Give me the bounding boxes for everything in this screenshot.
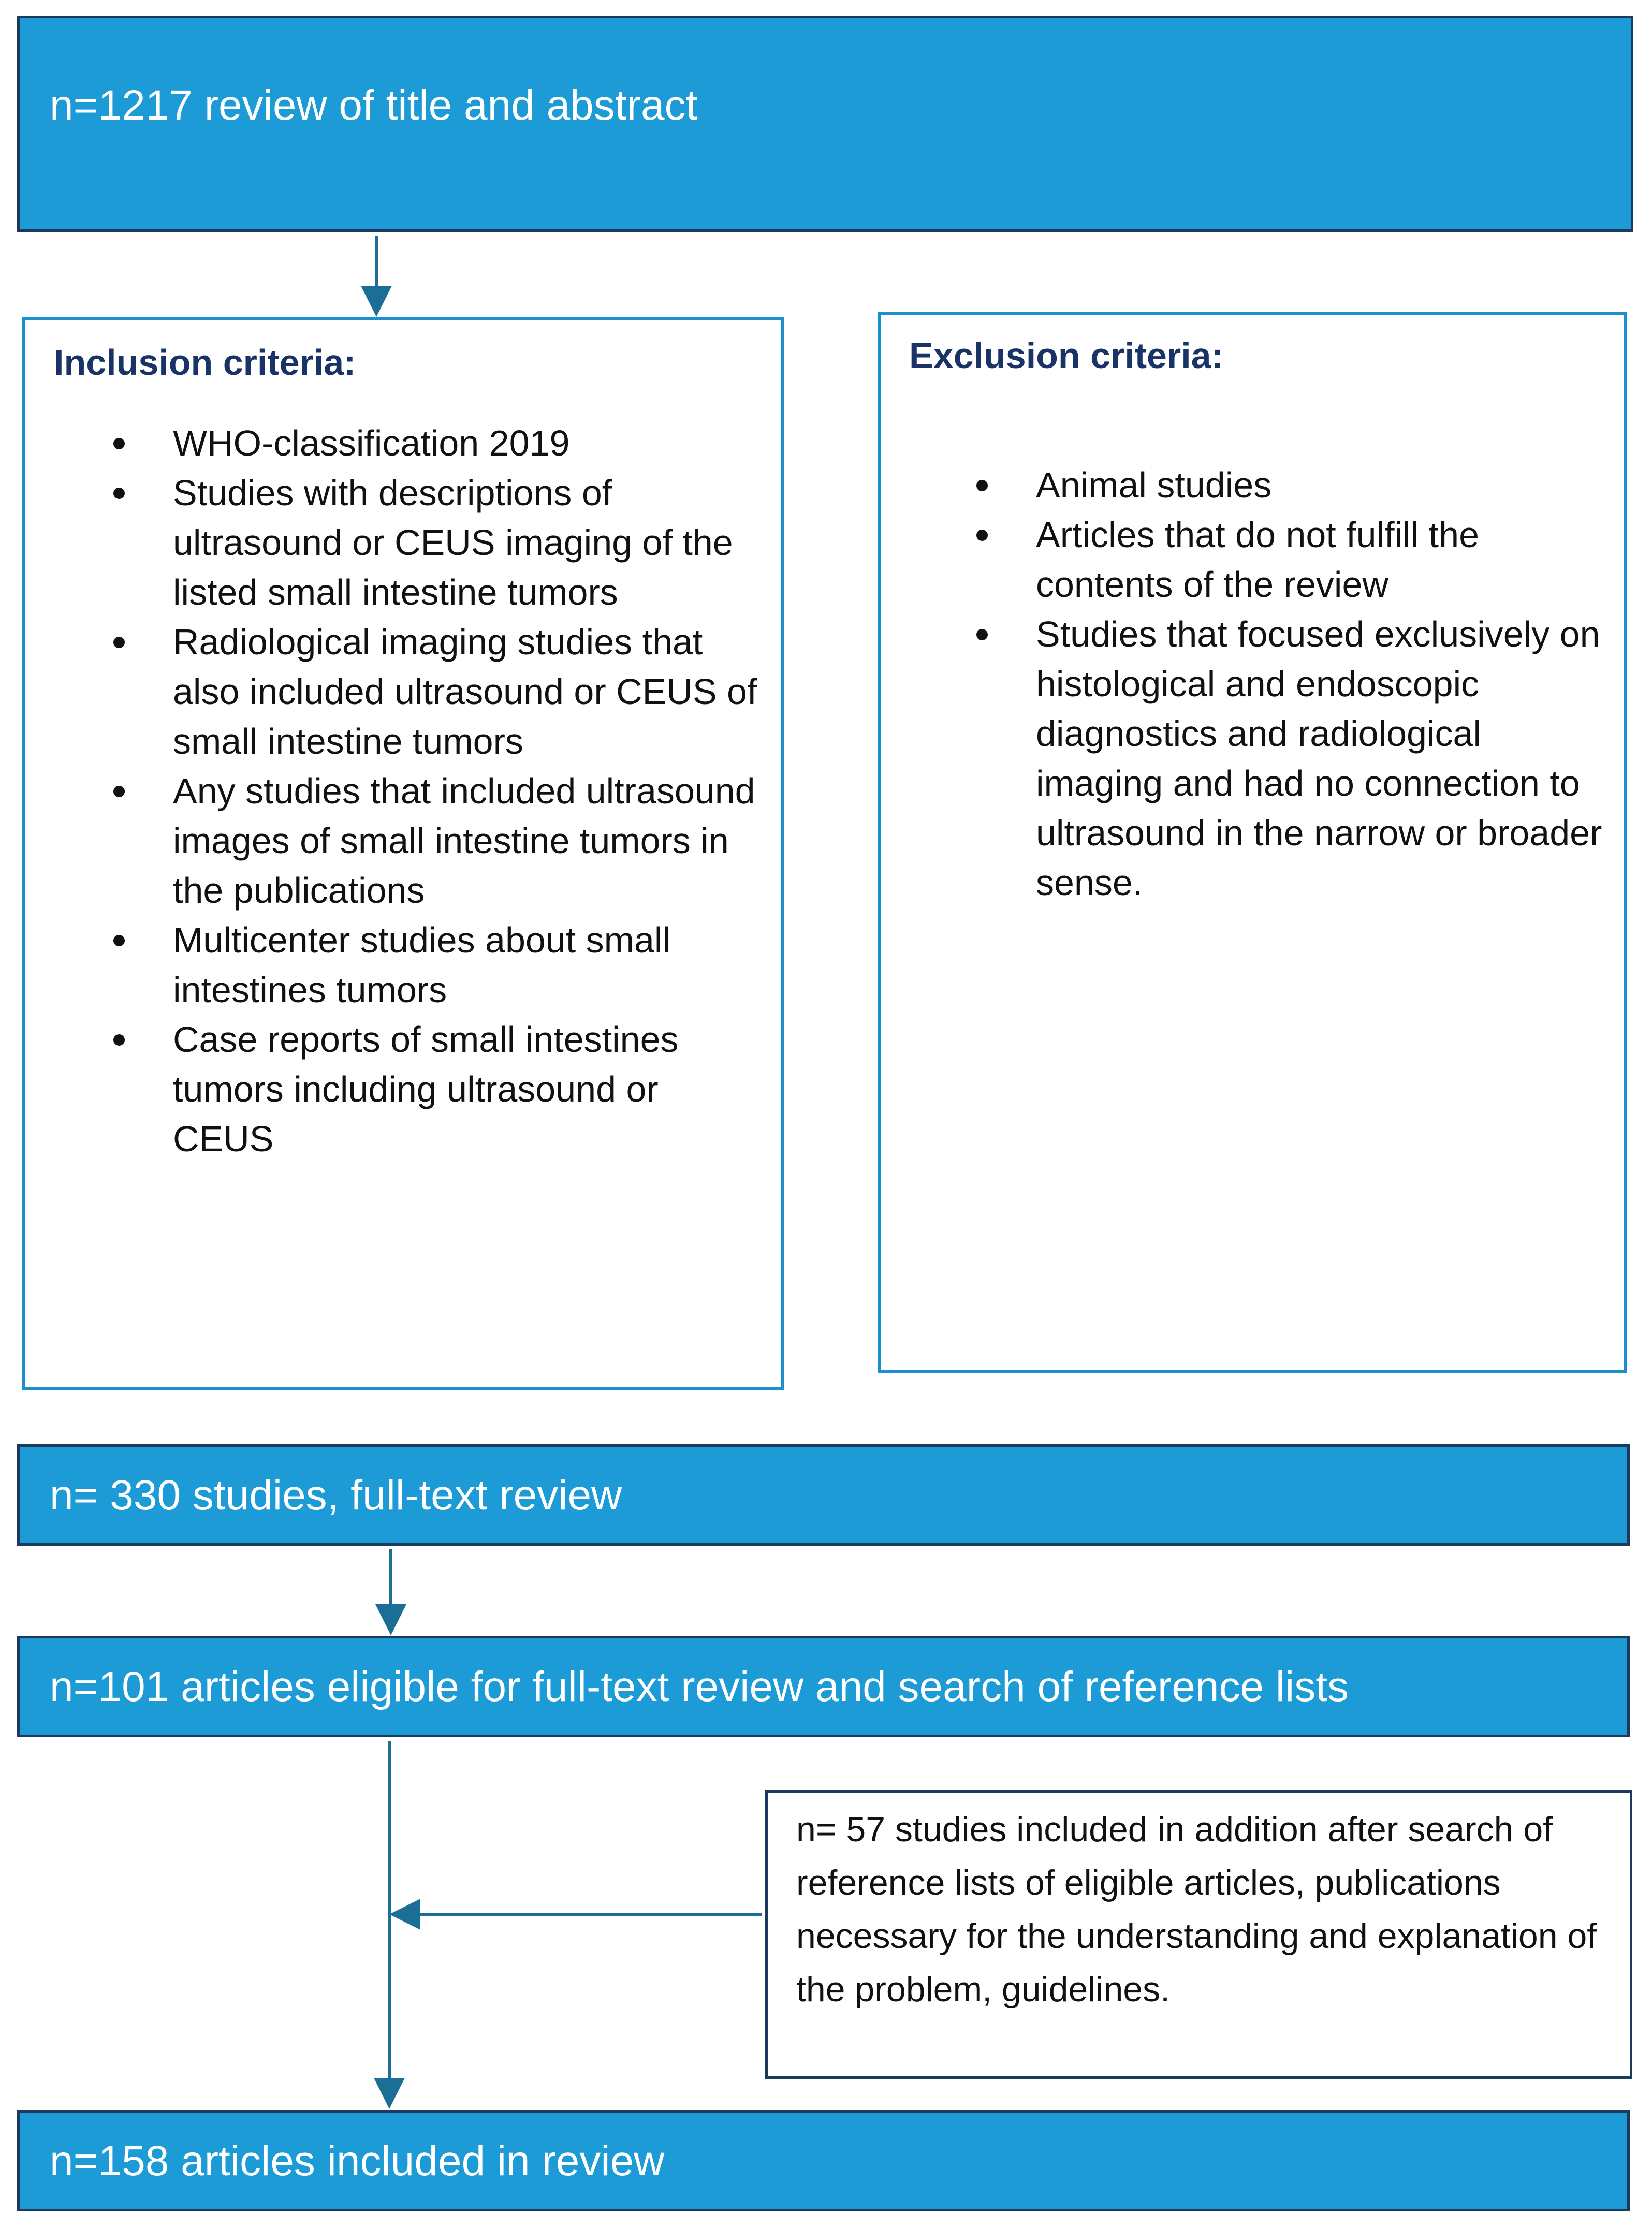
eligible-articles-text: n=101 articles eligible for full-text re… <box>50 1663 1349 1710</box>
exclusion-item: Studies that focused exclusively on hist… <box>976 609 1616 907</box>
included-articles-box: n=158 articles included in review <box>17 2110 1630 2211</box>
exclusion-item: Articles that do not fulfill the content… <box>976 510 1616 609</box>
inclusion-criteria-title: Inclusion criteria: <box>54 342 356 383</box>
records-screened-text: n=1217 review of title and abstract <box>50 82 698 129</box>
inclusion-item: WHO-classification 2019 <box>113 418 768 468</box>
inclusion-item: Any studies that included ultrasound ima… <box>113 766 768 915</box>
additional-studies-box: n= 57 studies included in addition after… <box>765 1790 1632 2079</box>
exclusion-item: Animal studies <box>976 460 1616 510</box>
included-articles-text: n=158 articles included in review <box>50 2137 665 2184</box>
eligible-articles-box: n=101 articles eligible for full-text re… <box>17 1636 1630 1737</box>
inclusion-item: Case reports of small intestines tumors … <box>113 1015 768 1164</box>
inclusion-criteria-list: WHO-classification 2019 Studies with des… <box>113 418 768 1164</box>
exclusion-criteria-title: Exclusion criteria: <box>909 335 1223 376</box>
inclusion-criteria-box: Inclusion criteria: WHO-classification 2… <box>22 317 784 1390</box>
full-text-review-text: n= 330 studies, full-text review <box>50 1472 622 1519</box>
records-screened-box: n=1217 review of title and abstract <box>17 16 1633 232</box>
full-text-review-box: n= 330 studies, full-text review <box>17 1444 1630 1546</box>
inclusion-item: Studies with descriptions of ultrasound … <box>113 468 768 617</box>
inclusion-item: Multicenter studies about small intestin… <box>113 915 768 1015</box>
additional-studies-text: n= 57 studies included in addition after… <box>796 1810 1597 2009</box>
exclusion-criteria-list: Animal studies Articles that do not fulf… <box>976 460 1616 907</box>
exclusion-criteria-box: Exclusion criteria: Animal studies Artic… <box>878 312 1627 1373</box>
inclusion-item: Radiological imaging studies that also i… <box>113 617 768 766</box>
